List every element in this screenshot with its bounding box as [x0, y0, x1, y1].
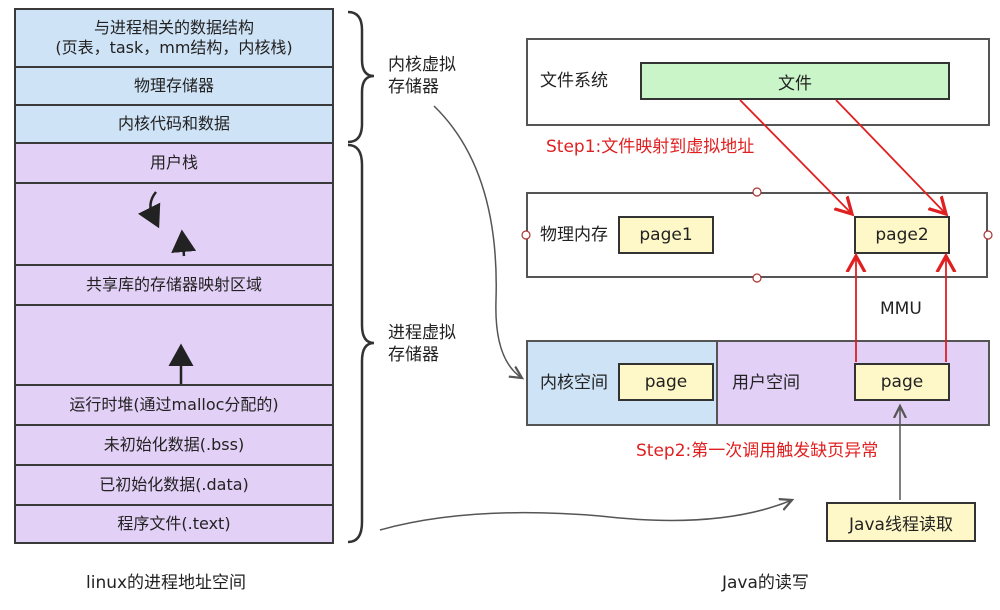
mmu-label: MMU	[880, 299, 922, 319]
segment-kernel-structures: 与进程相关的数据结构 (页表，task，mm结构，内核栈)	[14, 8, 334, 68]
kernel-brace	[347, 10, 375, 144]
segment-physical-memory: 物理存储器	[14, 66, 334, 106]
right-caption: Java的读写	[722, 573, 809, 593]
kernel-space-label: 内核空间	[540, 373, 608, 393]
handle-bottom-left	[752, 273, 762, 283]
process-virtual-memory-label: 进程虚拟 存储器	[388, 323, 456, 365]
handle-left	[521, 230, 531, 240]
handle-right	[983, 230, 993, 240]
step1-arrow-left	[739, 99, 852, 214]
step1-arrow-right	[835, 99, 946, 214]
physical-memory-label: 物理内存	[540, 225, 608, 245]
file-block: 文件	[640, 62, 950, 100]
step2-annotation: Step2:第一次调用触发缺页异常	[636, 441, 879, 461]
left-caption: linux的进程地址空间	[86, 573, 247, 593]
stack-up-arrow	[171, 229, 197, 257]
segment-runtime-heap: 运行时堆(通过malloc分配的)	[14, 384, 334, 426]
page1-block: page1	[618, 216, 714, 254]
page2-block: page2	[854, 216, 950, 254]
segment-text: 程序文件(.text)	[14, 504, 334, 544]
step1-annotation: Step1:文件映射到虚拟地址	[546, 137, 755, 157]
kernel-virtual-memory-label: 内核虚拟 存储器	[388, 55, 456, 97]
user-page-block: page	[854, 363, 950, 401]
process-brace	[347, 143, 375, 544]
program-file-arrow	[379, 500, 792, 531]
stack-down-arrow	[137, 191, 161, 229]
segment-shared-library: 共享库的存储器映射区域	[14, 264, 334, 306]
handle-top-left	[752, 187, 762, 197]
file-system-label: 文件系统	[540, 71, 608, 91]
kernel-page-block: page	[618, 363, 714, 401]
segment-bss: 未初始化数据(.bss)	[14, 424, 334, 466]
user-space-label: 用户空间	[732, 373, 800, 393]
java-thread-read-block: Java线程读取	[826, 502, 976, 542]
kernel-vm-arrow	[433, 105, 522, 378]
